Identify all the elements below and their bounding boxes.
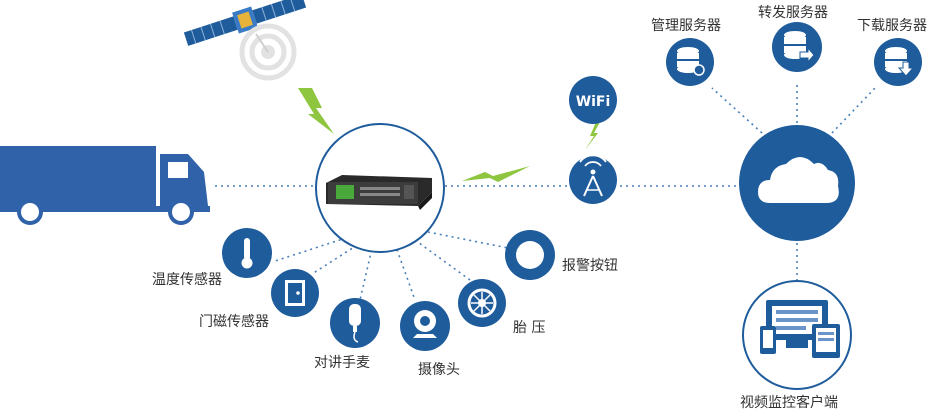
webcam-icon xyxy=(400,301,450,351)
device-mic-link xyxy=(359,243,374,301)
handheld-mic-icon xyxy=(330,298,380,348)
temp-sensor-label: 温度传感器 xyxy=(152,272,222,288)
device-camera-link xyxy=(394,243,416,301)
manage-server-label: 管理服务器 xyxy=(651,18,721,34)
wifi-icon: WiFi xyxy=(569,76,617,124)
thermometer-icon xyxy=(222,228,272,278)
forward-server-label: 转发服务器 xyxy=(758,5,828,21)
device-alarm-link xyxy=(427,231,509,249)
device-door-link xyxy=(311,241,363,275)
forward-server-icon xyxy=(772,22,822,72)
tire-icon xyxy=(458,279,506,327)
intercom-mic-label: 对讲手麦 xyxy=(314,355,370,371)
download-server-icon xyxy=(874,38,922,86)
door-sensor-label: 门磁传感器 xyxy=(199,314,269,330)
wireless-signal-icon xyxy=(585,122,600,150)
device-temp-link xyxy=(271,235,353,263)
truck-icon xyxy=(0,146,210,225)
multi-screen-icon xyxy=(742,280,852,390)
cloud-icon xyxy=(739,125,855,241)
wireless-signal-icon xyxy=(462,166,530,182)
cloud-download-link xyxy=(831,87,876,134)
download-server-label: 下载服务器 xyxy=(857,18,927,34)
alarm-button-label: 报警按钮 xyxy=(562,258,618,274)
satellite-icon xyxy=(183,0,307,81)
manage-server-icon xyxy=(666,38,714,86)
video-client-label: 视频监控客户端 xyxy=(740,395,838,411)
connection-lines xyxy=(215,85,876,301)
camera-label: 摄像头 xyxy=(418,362,460,378)
alarm-button-icon xyxy=(505,230,555,280)
device-tire-link xyxy=(414,239,471,281)
door-icon xyxy=(271,269,319,317)
wifi-label: WiFi xyxy=(576,94,611,110)
dvr-device-icon xyxy=(315,123,445,253)
cloud-manage-link xyxy=(711,87,763,134)
antenna-tower-icon xyxy=(569,154,617,204)
tire-pressure-label: 胎 压 xyxy=(513,320,546,336)
wireless-signal-icon xyxy=(298,88,334,134)
